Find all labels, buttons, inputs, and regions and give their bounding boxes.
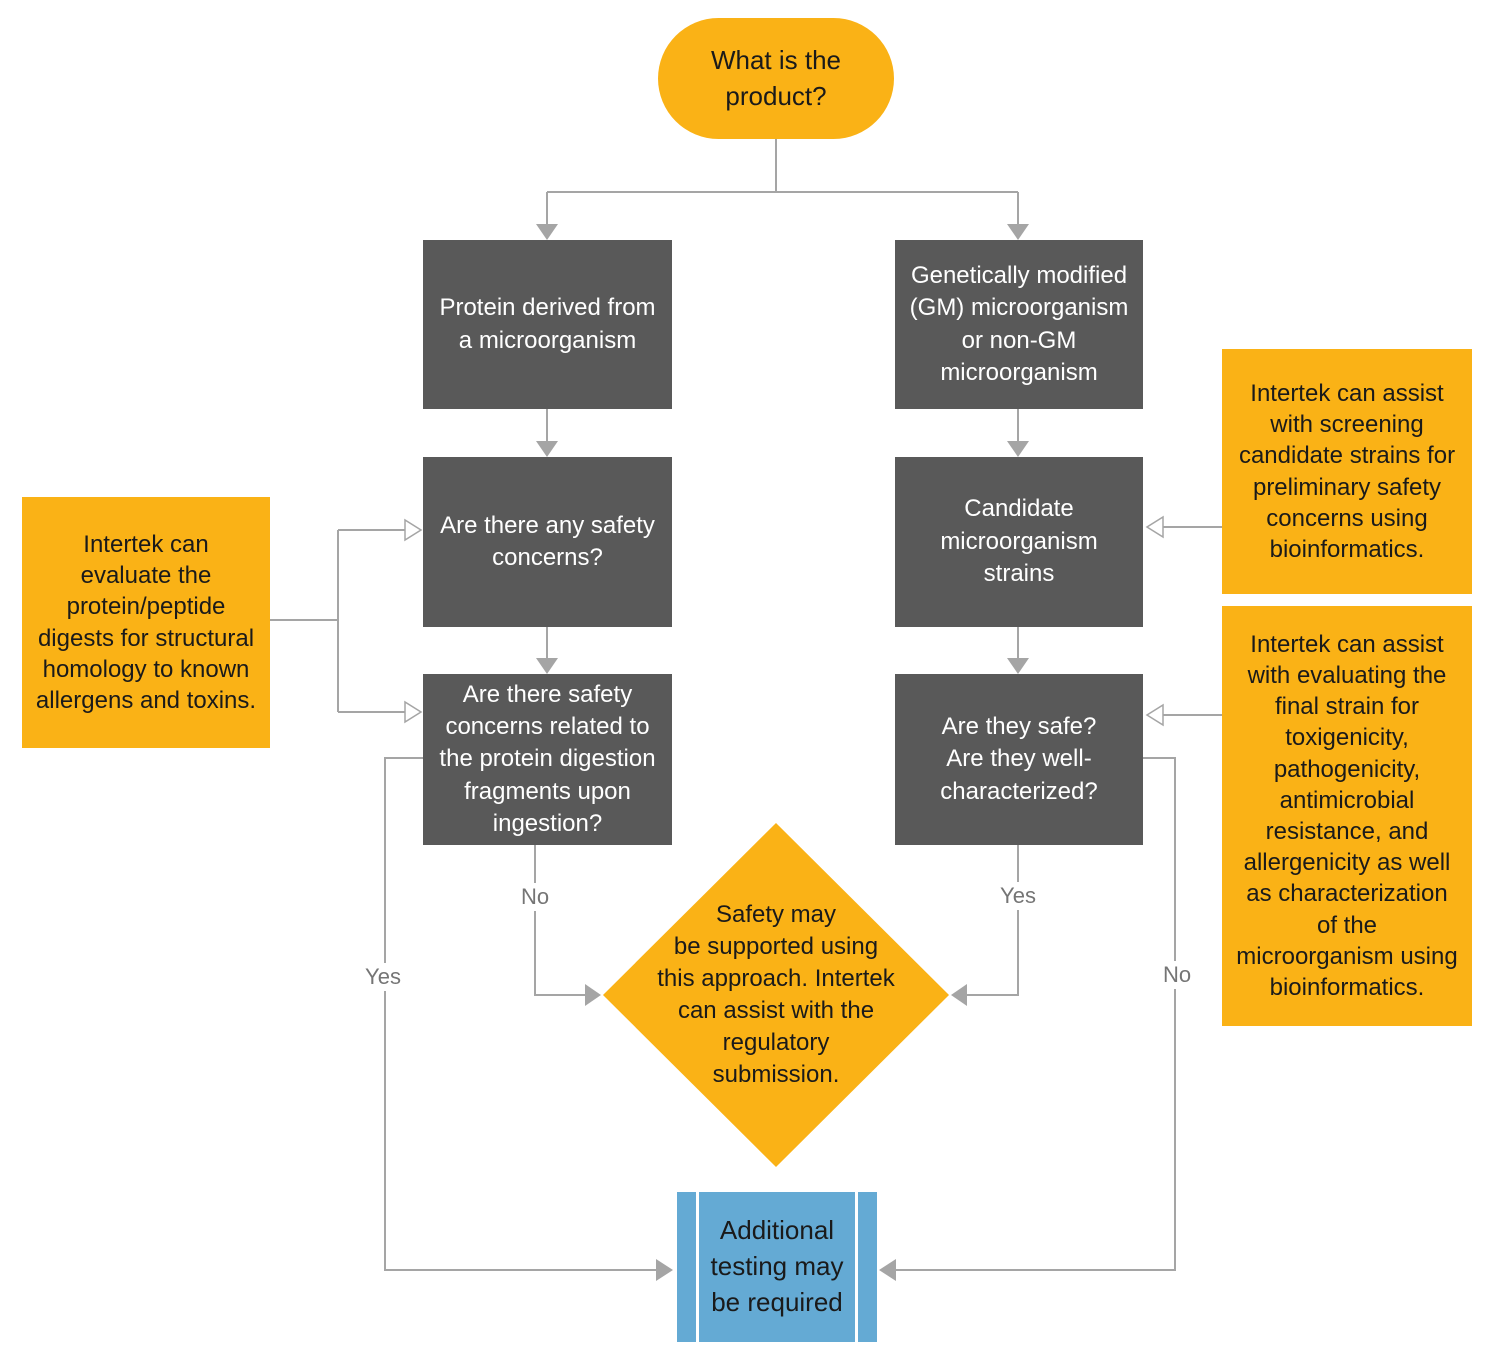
note-screening-bioinformatics: Intertek can assist with screening candi…	[1222, 349, 1472, 594]
process-candidate-strains: Candidate microorganism strains	[895, 457, 1143, 627]
note-final-strain-evaluation: Intertek can assist with evaluating the …	[1222, 606, 1472, 1026]
connector-gm-to-candidate	[1007, 409, 1029, 457]
arrowhead-down-icon	[536, 658, 558, 674]
process-gm-microorganism: Genetically modified (GM) microorganism …	[895, 240, 1143, 409]
arrowhead-right-icon	[585, 984, 601, 1006]
connector-left-note	[270, 518, 423, 724]
arrowhead-down-icon	[1007, 658, 1029, 674]
arrowhead-left-icon	[951, 984, 967, 1006]
predefined-process-bar	[696, 1192, 699, 1342]
end-label: Additional testing may be required	[710, 1215, 844, 1317]
edge-label-no-right: No	[1156, 961, 1198, 989]
process-protein-derived: Protein derived from a microorganism	[423, 240, 672, 409]
arrowhead-down-right-branch	[1007, 224, 1029, 240]
open-arrowhead-left-icon	[1145, 515, 1164, 539]
decision-diamond	[603, 823, 949, 1167]
note-protein-digest-evaluation: Intertek can evaluate the protein/peptid…	[22, 497, 270, 748]
end-additional-testing: Additional testing may be required	[677, 1192, 877, 1342]
arrowhead-down-icon	[1007, 441, 1029, 457]
open-arrowhead-right-icon	[404, 518, 423, 542]
question-are-they-safe: Are they safe? Are they well- characteri…	[895, 674, 1143, 845]
edge-label-yes-right: Yes	[994, 882, 1042, 910]
open-arrowhead-left-icon	[1145, 703, 1164, 727]
connector-protein-to-safety	[536, 409, 558, 457]
question-safety-concerns: Are there any safety concerns?	[423, 457, 672, 627]
connector-no-to-decision	[534, 845, 601, 1006]
connector-no-to-testing	[879, 757, 1176, 1281]
question-digestion-fragments: Are there safety concerns related to the…	[423, 674, 672, 845]
connector-safety-to-digestion	[536, 627, 558, 674]
arrowhead-down-left-branch	[536, 224, 558, 240]
decision-outcome-text: Safety may be supported using this appro…	[657, 901, 895, 1088]
connector-yes-to-decision	[951, 845, 1019, 1006]
start-node: What is the product?	[658, 18, 894, 139]
open-arrowhead-right-icon	[404, 700, 423, 724]
connector-start-to-branches	[536, 138, 1029, 240]
arrowhead-right-icon	[656, 1259, 673, 1281]
edge-label-no-left: No	[514, 883, 556, 911]
predefined-process-bar	[855, 1192, 858, 1342]
arrowhead-down-icon	[536, 441, 558, 457]
arrowhead-left-icon	[879, 1259, 896, 1281]
connector-candidate-to-safe	[1007, 627, 1029, 674]
connector-screening-note	[1145, 515, 1222, 539]
edge-label-yes-left: Yes	[359, 963, 407, 991]
connector-yes-to-testing	[384, 757, 673, 1281]
connector-evaluation-note	[1145, 703, 1222, 727]
